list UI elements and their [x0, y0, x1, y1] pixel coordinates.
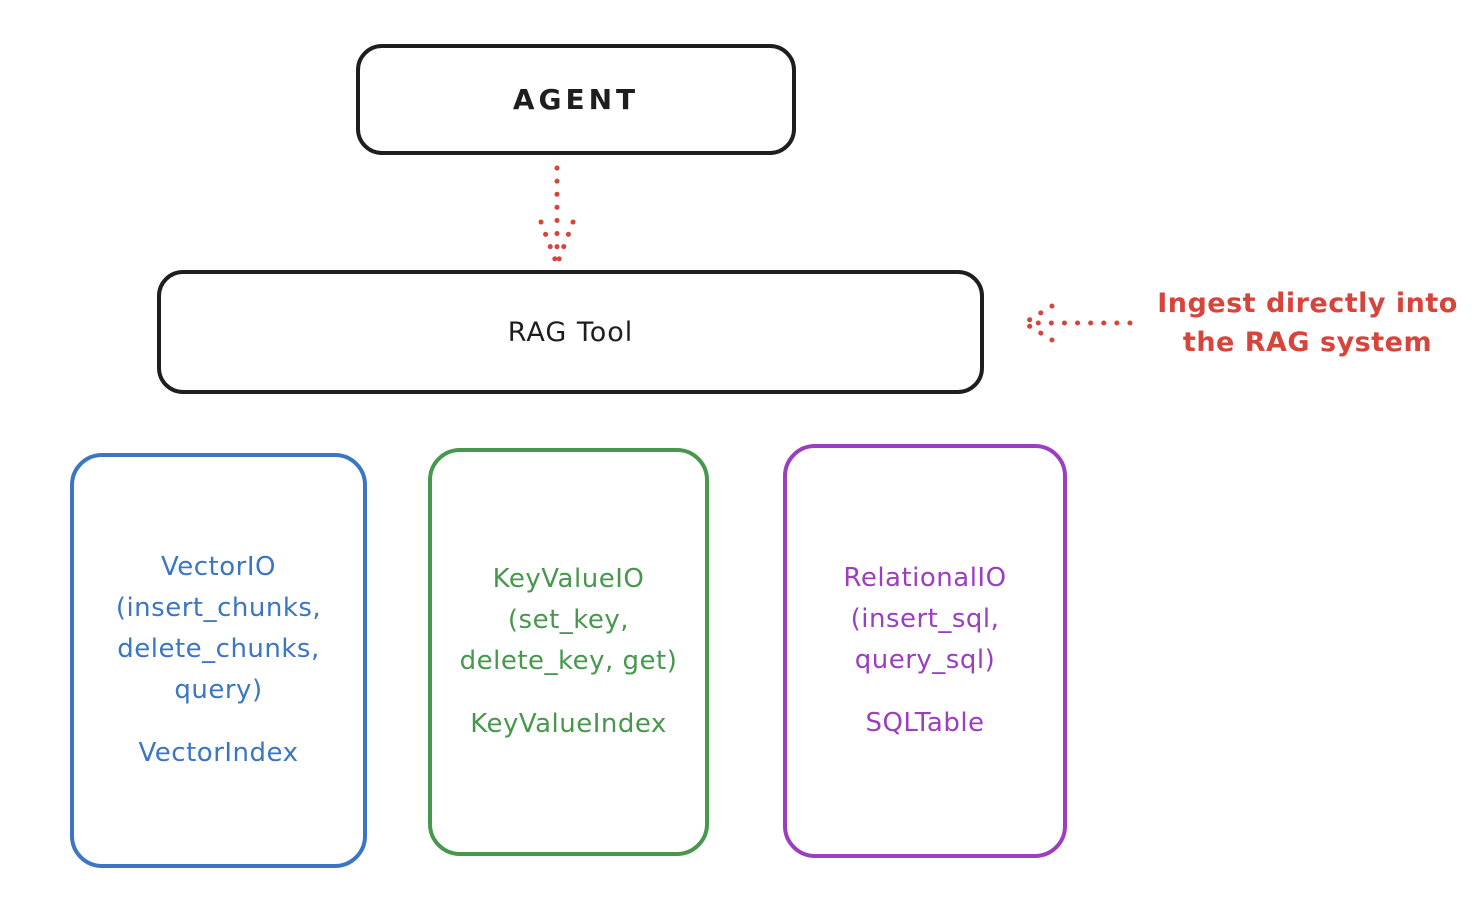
rag-tool-label: RAG Tool [507, 316, 634, 348]
relational-io-methods: RelationalIO (insert_sql, query_sql) [843, 562, 1007, 675]
sql-table-label: SQLTable [865, 708, 985, 739]
vector-index-label: VectorIndex [138, 738, 299, 769]
keyvalue-io-methods: KeyValueIO (set_key, delete_key, get) [459, 563, 678, 676]
vector-io-node: VectorIO (insert_chunks, delete_chunks, … [70, 453, 367, 868]
agent-node: AGENT [356, 44, 796, 155]
relational-io-node: RelationalIO (insert_sql, query_sql) SQL… [783, 444, 1067, 858]
keyvalue-index-label: KeyValueIndex [470, 709, 667, 740]
rag-tool-node: RAG Tool [157, 270, 984, 394]
left-dotted-arrow-icon [1023, 303, 1133, 343]
agent-label: AGENT [512, 83, 640, 116]
vector-io-methods: VectorIO (insert_chunks, delete_chunks, … [115, 551, 322, 706]
ingest-annotation: Ingest directly into the RAG system [1157, 288, 1458, 359]
keyvalue-io-node: KeyValueIO (set_key, delete_key, get) Ke… [428, 448, 709, 856]
down-dotted-arrow-icon [538, 165, 576, 265]
